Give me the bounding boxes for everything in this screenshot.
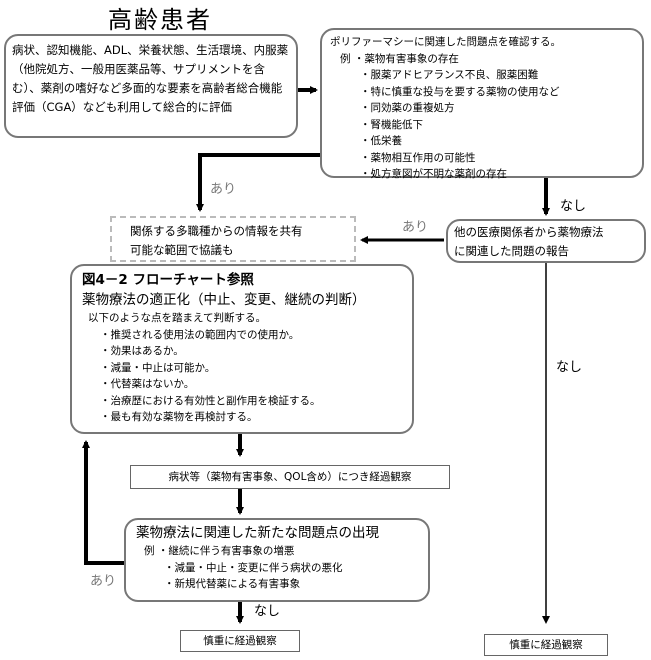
polypharmacy-item: ・腎機能低下 bbox=[360, 118, 423, 131]
new-problem-item: ・新規代替薬による有害事象 bbox=[164, 578, 301, 590]
arrow-newproblem-ari bbox=[82, 440, 125, 565]
label-ari-top: あり bbox=[210, 182, 237, 197]
end-box-left: 慎重に経過観察 bbox=[180, 630, 300, 652]
label-nashi-right: なし bbox=[556, 360, 583, 375]
new-problem-list: ・減量・中止・変更に伴う病状の悪化 ・新規代替薬による有害事象 bbox=[136, 560, 418, 593]
polypharmacy-example: 例 ・薬物有害事象の存在 bbox=[340, 52, 459, 65]
report-line2: に関連した問題の報告 bbox=[454, 244, 569, 258]
polypharmacy-item: ・処方意図が不明な薬剤の存在 bbox=[360, 168, 507, 180]
report-box: 他の医療関係者から薬物療法 に関連した問題の報告 bbox=[446, 219, 646, 263]
end-right-text: 慎重に経過観察 bbox=[509, 639, 583, 651]
new-problem-box: 薬物療法に関連した新たな問題点の出現 例 ・継続に伴う有害事象の増悪 ・減量・中… bbox=[124, 518, 430, 602]
label-nashi-top: なし bbox=[560, 199, 587, 214]
end-left-text: 慎重に経過観察 bbox=[203, 635, 277, 647]
label-ari-report: あり bbox=[402, 220, 429, 235]
polypharmacy-item: ・同効薬の重複処方 bbox=[360, 102, 455, 114]
share-box: 関係する多職種からの情報を共有 可能な範囲で協議も bbox=[110, 216, 356, 262]
new-problem-item: ・減量・中止・変更に伴う病状の悪化 bbox=[164, 561, 343, 574]
optimize-list: ・推奨される使用法の範囲内での使用か。 ・効果はあるか。 ・減量・中止は可能か。… bbox=[82, 327, 402, 426]
polypharmacy-box: ポリファーマシーに関連した問題点を確認する。 例 ・薬物有害事象の存在 ・服薬ア… bbox=[320, 28, 644, 180]
report-line1: 他の医療関係者から薬物療法 bbox=[454, 225, 604, 239]
polypharmacy-item: ・特に慎重な投与を要する薬物の使用など bbox=[360, 85, 560, 98]
observe-text: 病状等（薬物有害事象、QOL含め）につき経過観察 bbox=[168, 471, 412, 483]
end-box-right: 慎重に経過観察 bbox=[484, 634, 608, 656]
polypharmacy-heading: ポリファーマシーに関連した問題点を確認する。 bbox=[330, 36, 561, 48]
optimize-item: ・効果はあるか。 bbox=[100, 345, 184, 357]
assessment-box: 病状、認知機能、ADL、栄養状態、生活環境、内服薬（他院処方、一般用医薬品等、サ… bbox=[4, 34, 298, 138]
observe-box: 病状等（薬物有害事象、QOL含め）につき経過観察 bbox=[130, 465, 450, 489]
optimize-item: ・代替薬はないか。 bbox=[100, 378, 195, 390]
arrow-poly-ari bbox=[196, 153, 323, 212]
optimize-item: ・減量・中止は可能か。 bbox=[100, 361, 216, 374]
polypharmacy-item: ・服薬アドヒアランス不良、服薬困難 bbox=[360, 69, 539, 81]
optimize-intro: 以下のような点を踏まえて判断する。 bbox=[88, 312, 266, 324]
new-problem-heading: 薬物療法に関連した新たな問題点の出現 bbox=[136, 525, 379, 541]
diagram-title: 高齢患者 bbox=[108, 6, 212, 34]
share-line1: 関係する多職種からの情報を共有 bbox=[130, 224, 303, 238]
optimize-heading: 薬物療法の適正化（中止、変更、継続の判断） bbox=[82, 292, 366, 308]
optimize-box: 図4－2 フローチャート参照 薬物療法の適正化（中止、変更、継続の判断） 以下の… bbox=[70, 264, 414, 434]
label-ari-bottom: あり bbox=[90, 574, 117, 589]
polypharmacy-item: ・低栄養 bbox=[360, 135, 402, 147]
polypharmacy-item: ・薬物相互作用の可能性 bbox=[360, 151, 476, 164]
polypharmacy-list: ・服薬アドヒアランス不良、服薬困難 ・特に慎重な投与を要する薬物の使用など ・同… bbox=[330, 67, 634, 183]
optimize-figure-ref: 図4－2 フローチャート参照 bbox=[82, 272, 254, 288]
label-nashi-bottom: なし bbox=[254, 604, 281, 619]
share-line2: 可能な範囲で協議も bbox=[130, 243, 234, 257]
optimize-item: ・最も有効な薬物を再検討する。 bbox=[100, 411, 258, 423]
optimize-item: ・推奨される使用法の範囲内での使用か。 bbox=[100, 328, 300, 341]
assessment-text: 病状、認知機能、ADL、栄養状態、生活環境、内服薬（他院処方、一般用医薬品等、サ… bbox=[12, 43, 289, 114]
new-problem-example: 例 ・継続に伴う有害事象の増悪 bbox=[144, 545, 295, 557]
optimize-item: ・治療歴における有効性と副作用を検証する。 bbox=[100, 394, 321, 407]
